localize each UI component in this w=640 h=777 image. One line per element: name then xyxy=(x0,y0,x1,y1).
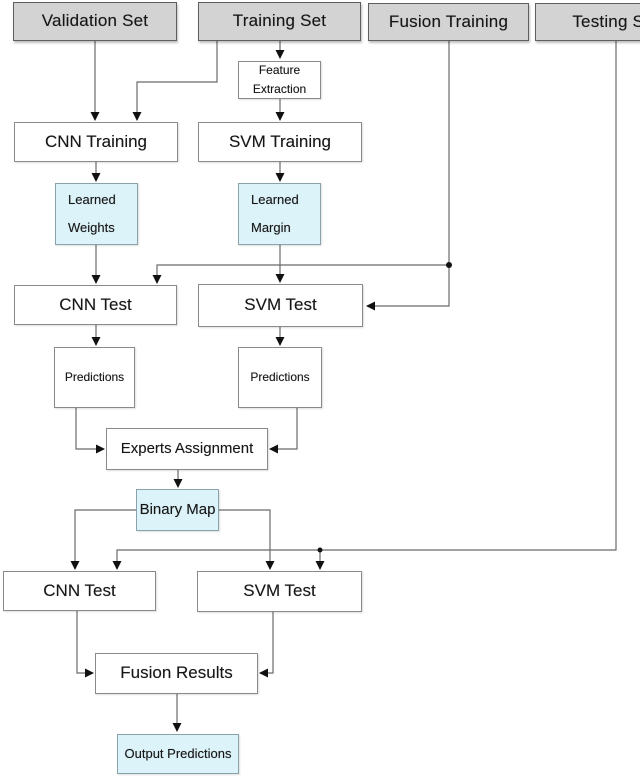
node-output-predictions: Output Predictions xyxy=(117,734,239,774)
node-cnn-training: CNN Training xyxy=(14,122,178,162)
node-experts-assignment: Experts Assignment xyxy=(106,428,268,470)
edge-fusion-training-to-cnn-test-1 xyxy=(152,264,449,284)
node-binary-map: Binary Map xyxy=(136,489,219,531)
node-predictions-svm: Predictions xyxy=(238,347,322,408)
node-training-set: Training Set xyxy=(198,2,361,41)
edge-training-set-to-cnn-training xyxy=(132,41,218,121)
edge-testing-set-to-cnn-test-2 xyxy=(112,41,617,570)
edge-predictions-svm-to-experts-assignment xyxy=(269,408,298,454)
edge-binary-map-to-svm-test-2 xyxy=(219,509,275,570)
node-cnn-test-1: CNN Test xyxy=(14,285,177,325)
edge-binary-map-to-cnn-test-2 xyxy=(70,509,136,570)
node-fusion-results: Fusion Results xyxy=(95,653,258,694)
node-testing-set: Testing Set xyxy=(535,3,640,41)
node-svm-training: SVM Training xyxy=(198,122,362,162)
node-predictions-cnn: Predictions xyxy=(54,347,135,408)
node-learned-weights: Learned Weights xyxy=(55,183,138,245)
junction-dot-testing-branch xyxy=(317,547,323,553)
edge-fusion-training-to-svm-test-1 xyxy=(366,265,450,311)
node-svm-test-1: SVM Test xyxy=(198,284,363,327)
node-feature-extraction: Feature Extraction xyxy=(238,61,321,99)
edge-predictions-cnn-to-experts-assignment xyxy=(75,408,105,454)
node-validation-set: Validation Set xyxy=(13,2,177,41)
node-fusion-training: Fusion Training xyxy=(368,3,529,41)
node-svm-test-2: SVM Test xyxy=(197,571,362,612)
node-learned-margin: Learned Margin xyxy=(238,183,321,245)
edge-cnn-test-2-to-fusion-results xyxy=(76,611,94,678)
junction-dot-fusion-branch xyxy=(446,262,452,268)
edge-svm-test-2-to-fusion-results xyxy=(259,612,274,678)
node-cnn-test-2: CNN Test xyxy=(3,571,156,611)
